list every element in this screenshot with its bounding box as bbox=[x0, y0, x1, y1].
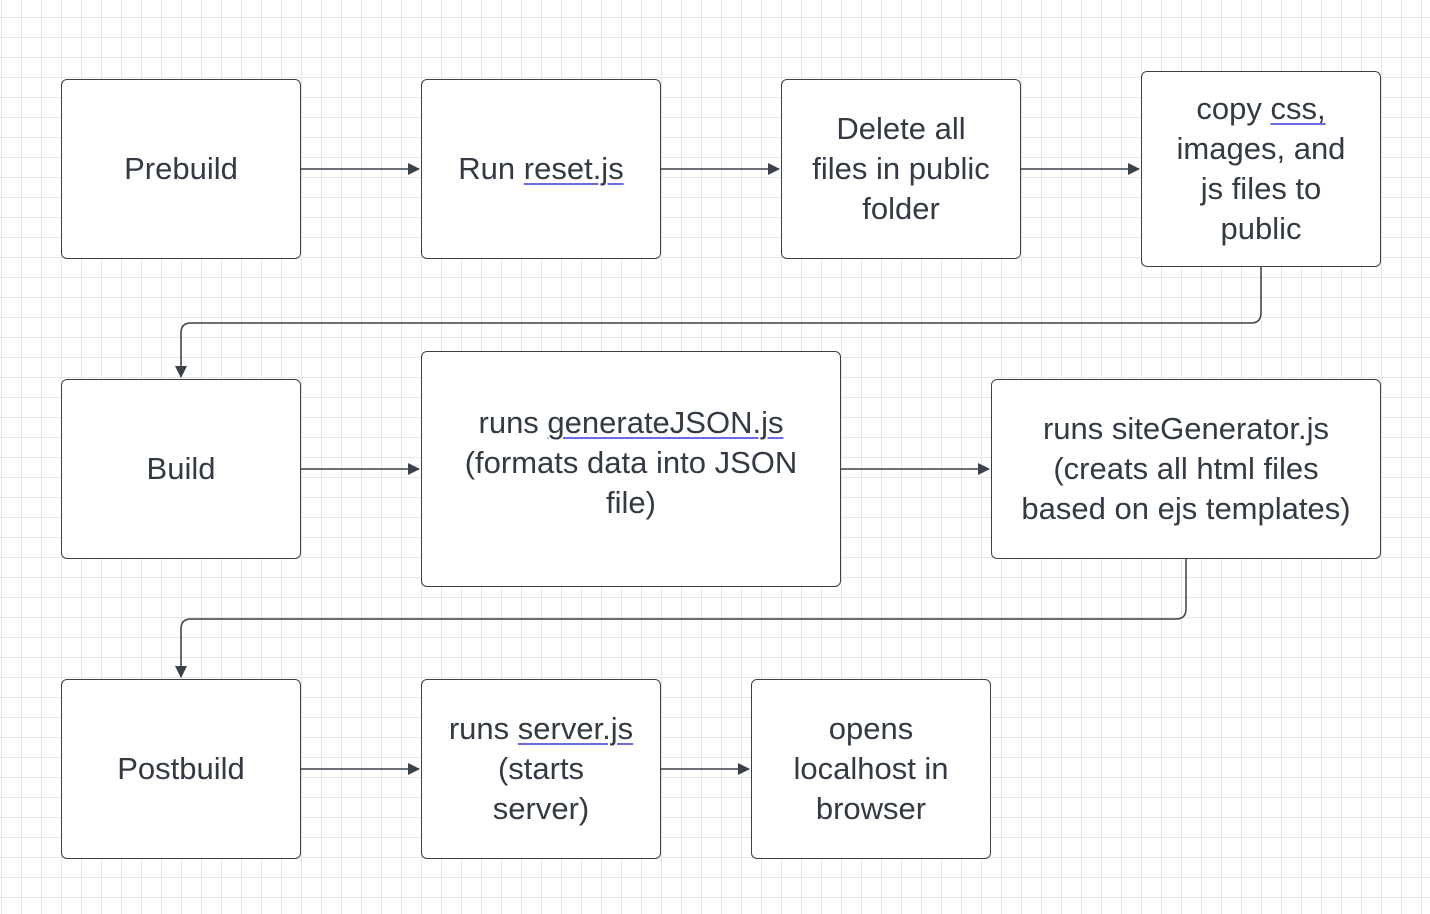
node-delete-line-1: Delete all bbox=[836, 111, 966, 146]
node-delete-public-files-label: Delete all files in public folder bbox=[812, 109, 989, 229]
node-copy-assets[interactable]: copy css, images, and js files to public bbox=[1141, 71, 1381, 267]
node-delete-line-3: folder bbox=[862, 191, 940, 226]
server-js-link: server.js bbox=[517, 711, 634, 746]
node-generate-json-label: runs generateJSON.js (formats data into … bbox=[465, 403, 798, 523]
node-server-line-2: (starts bbox=[497, 751, 585, 786]
node-run-reset[interactable]: Run reset.js bbox=[421, 79, 661, 259]
node-run-server[interactable]: runs server.js (starts server) bbox=[421, 679, 661, 859]
node-copy-prefix: copy bbox=[1196, 91, 1271, 126]
css-link: css, bbox=[1270, 91, 1326, 126]
node-server-line-3: server) bbox=[492, 791, 590, 826]
node-copy-line-3: js files to bbox=[1200, 171, 1322, 206]
node-server-prefix: runs bbox=[448, 711, 518, 746]
node-json-line-2: (formats data into JSON bbox=[464, 445, 798, 480]
node-run-server-label: runs server.js (starts server) bbox=[449, 709, 633, 829]
node-build[interactable]: Build bbox=[61, 379, 301, 559]
node-localhost-line-2: localhost in bbox=[793, 751, 949, 786]
node-site-generator-label: runs siteGenerator.js (creats all html f… bbox=[1021, 409, 1350, 529]
node-run-reset-prefix: Run bbox=[458, 151, 524, 186]
node-prebuild-label: Prebuild bbox=[124, 151, 238, 186]
node-open-localhost[interactable]: opens localhost in browser bbox=[751, 679, 991, 859]
node-delete-public-files[interactable]: Delete all files in public folder bbox=[781, 79, 1021, 259]
generate-json-link: generateJSON.js bbox=[547, 405, 784, 440]
node-copy-line-4: public bbox=[1220, 211, 1302, 246]
node-run-reset-label: Run reset.js bbox=[458, 149, 623, 189]
node-postbuild[interactable]: Postbuild bbox=[61, 679, 301, 859]
node-sitegen-line-1: runs siteGenerator.js bbox=[1042, 411, 1329, 446]
node-open-localhost-label: opens localhost in browser bbox=[793, 709, 948, 829]
node-copy-line-2: images, and bbox=[1176, 131, 1346, 166]
node-copy-assets-label: copy css, images, and js files to public bbox=[1177, 89, 1346, 249]
node-sitegen-line-3: based on ejs templates) bbox=[1021, 491, 1351, 526]
node-prebuild[interactable]: Prebuild bbox=[61, 79, 301, 259]
node-localhost-line-1: opens bbox=[828, 711, 914, 746]
node-json-prefix: runs bbox=[478, 405, 548, 440]
node-build-label: Build bbox=[146, 451, 216, 486]
node-localhost-line-3: browser bbox=[815, 791, 927, 826]
node-sitegen-line-2: (creats all html files bbox=[1053, 451, 1319, 486]
node-delete-line-2: files in public bbox=[812, 151, 990, 186]
node-generate-json[interactable]: runs generateJSON.js (formats data into … bbox=[421, 351, 841, 587]
node-postbuild-label: Postbuild bbox=[117, 751, 245, 786]
node-site-generator[interactable]: runs siteGenerator.js (creats all html f… bbox=[991, 379, 1381, 559]
reset-js-link: reset.js bbox=[523, 151, 624, 186]
node-json-line-3: file) bbox=[606, 485, 656, 520]
